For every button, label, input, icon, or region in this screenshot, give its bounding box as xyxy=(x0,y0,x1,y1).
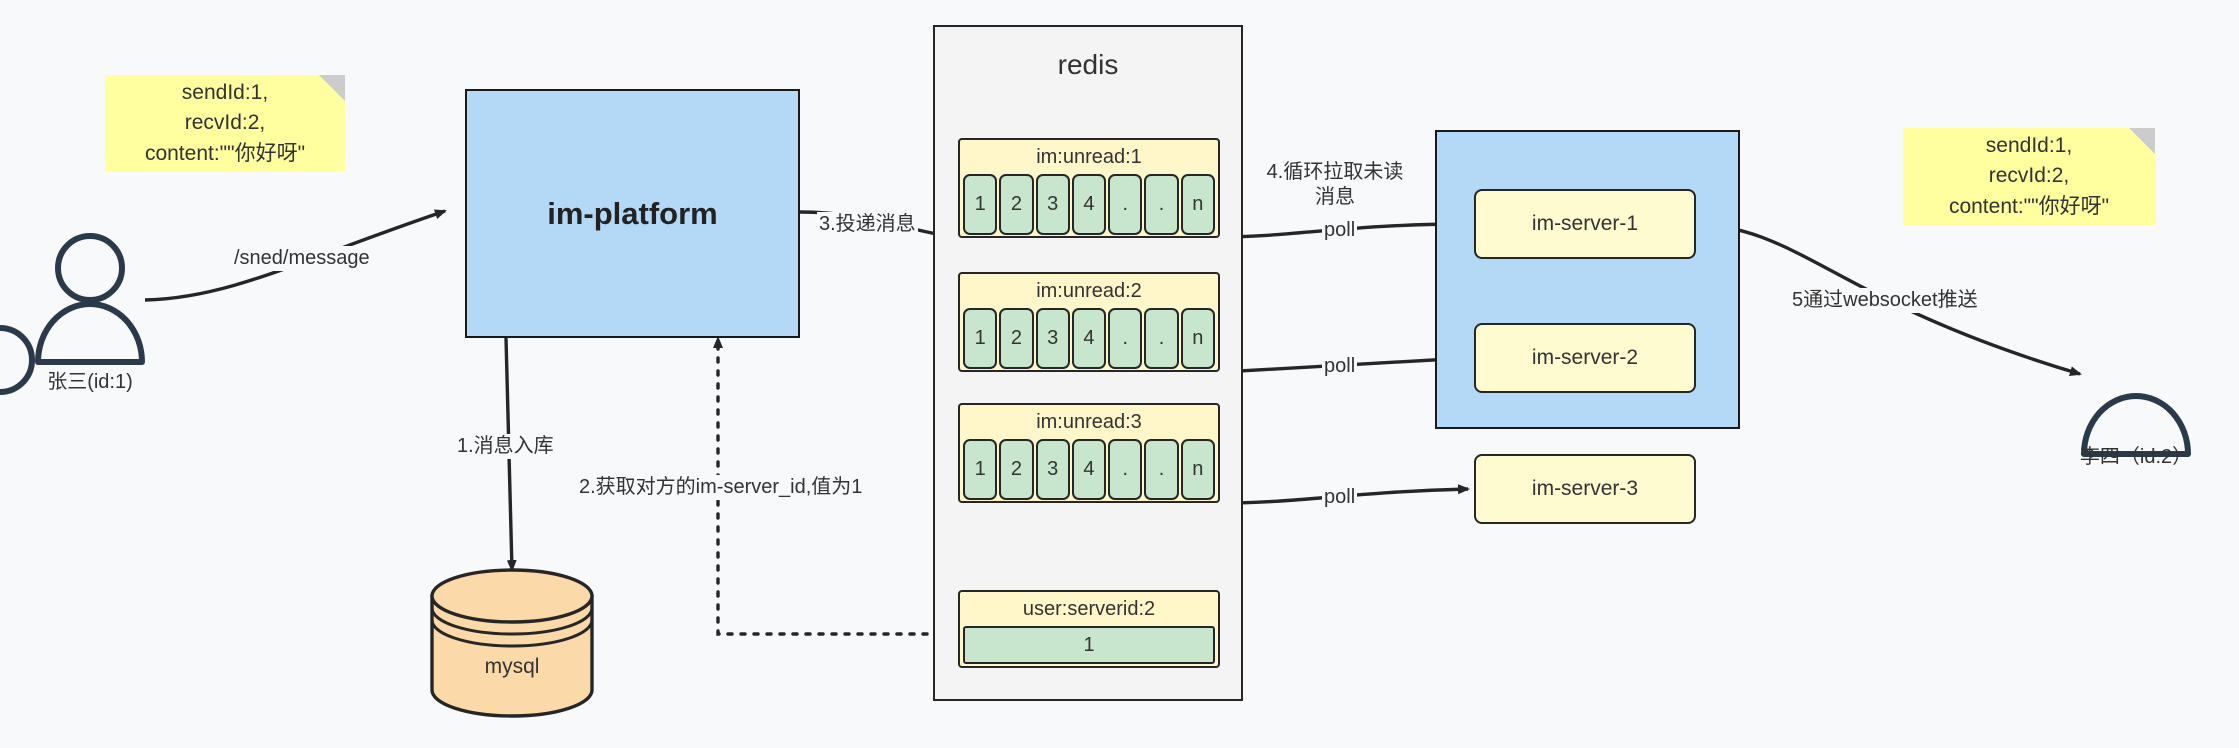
redis-key-im-unread-1[interactable]: im:unread:1 1 2 3 4 . . n xyxy=(958,138,1220,238)
list-cell: 2 xyxy=(999,439,1034,500)
mysql-label: mysql xyxy=(484,655,540,678)
sender-note-text: sendId:1, recvId:2, content:""你好呀" xyxy=(144,80,306,165)
list-cell: 3 xyxy=(1035,308,1070,369)
list-cell: 3 xyxy=(1035,174,1070,235)
sender-message-note: sendId:1, recvId:2, content:""你好呀" xyxy=(105,75,345,172)
edge-label-send-message: /sned/message xyxy=(232,246,372,271)
list-cell: . xyxy=(1108,174,1143,235)
list-cell: 1 xyxy=(963,439,998,500)
redis-key-user-serverid[interactable]: user:serverid:2 1 xyxy=(958,590,1220,668)
list-cell: n xyxy=(1180,308,1215,369)
redis-key-name: im:unread:3 xyxy=(1036,411,1142,433)
list-cell: 1 xyxy=(963,308,998,369)
redis-key-name: im:unread:2 xyxy=(1036,280,1142,302)
im-server-node-3[interactable]: im-server-3 xyxy=(1474,454,1696,524)
edge-label-poll-2: poll xyxy=(1322,354,1358,379)
list-cell: . xyxy=(1108,308,1143,369)
im-server-node-2[interactable]: im-server-2 xyxy=(1474,323,1696,393)
list-cell: 3 xyxy=(1035,439,1070,500)
list-cell: 4 xyxy=(1071,174,1107,235)
list-cell: . xyxy=(1144,308,1179,369)
edge-label-step2: 2.获取对方的im-server_id,值为1 xyxy=(577,475,865,500)
note-fold-corner xyxy=(2129,128,2155,154)
receiver-label: 李四（id:2） xyxy=(2079,446,2193,468)
list-cell: 4 xyxy=(1071,308,1107,369)
im-platform-box[interactable]: im-platform xyxy=(465,89,800,338)
redis-key-cells: 1 2 3 4 . . n xyxy=(960,308,1218,370)
redis-key-value: 1 xyxy=(963,626,1215,664)
redis-key-name: user:serverid:2 xyxy=(1022,598,1156,620)
sender-label: 张三(id:1) xyxy=(47,371,133,393)
sender-actor-icon xyxy=(35,233,145,365)
redis-key-cells: 1 2 3 4 . . n xyxy=(960,174,1218,236)
list-cell: . xyxy=(1144,174,1179,235)
list-cell: n xyxy=(1180,439,1215,500)
redis-key-name: im:unread:1 xyxy=(1036,146,1142,168)
redis-key-im-unread-3[interactable]: im:unread:3 1 2 3 4 . . n xyxy=(958,403,1220,503)
edge-label-poll-1: poll xyxy=(1322,218,1358,243)
list-cell: . xyxy=(1108,439,1143,500)
redis-key-im-unread-2[interactable]: im:unread:2 1 2 3 4 . . n xyxy=(958,272,1220,372)
receiver-message-note: sendId:1, recvId:2, content:""你好呀" xyxy=(1903,128,2155,225)
im-server-label: im-server-1 xyxy=(1531,212,1639,235)
im-platform-label: im-platform xyxy=(547,195,718,231)
im-server-node-1[interactable]: im-server-1 xyxy=(1474,189,1696,259)
list-cell: 2 xyxy=(999,308,1034,369)
list-cell: 2 xyxy=(999,174,1034,235)
list-cell: n xyxy=(1180,174,1215,235)
edge-label-step1: 1.消息入库 xyxy=(455,434,556,459)
edge-label-step3: 3.投递消息 xyxy=(817,212,918,237)
edge-label-step4: 4.循环拉取未读消息 xyxy=(1258,160,1412,210)
redis-title: redis xyxy=(1057,49,1119,80)
im-server-label: im-server-3 xyxy=(1531,477,1639,500)
edge-label-step5: 5通过websocket推送 xyxy=(1790,288,1980,313)
note-fold-corner xyxy=(319,75,345,101)
list-cell: 4 xyxy=(1071,439,1107,500)
redis-key-cells: 1 2 3 4 . . n xyxy=(960,439,1218,501)
list-cell: 1 xyxy=(963,174,998,235)
list-cell: . xyxy=(1144,439,1179,500)
im-server-label: im-server-2 xyxy=(1531,346,1639,369)
mysql-cylinder-icon xyxy=(430,568,594,718)
edge-label-poll-3: poll xyxy=(1322,485,1358,510)
receiver-note-text: sendId:1, recvId:2, content:""你好呀" xyxy=(1948,133,2110,218)
